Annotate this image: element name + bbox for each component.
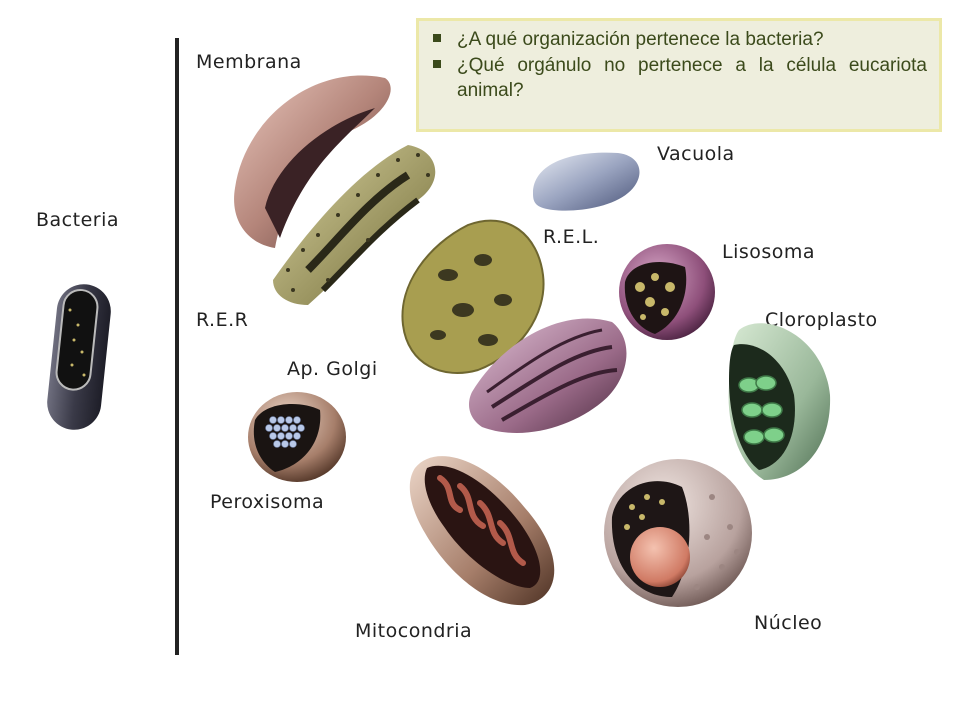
vertical-divider <box>175 38 179 655</box>
question-text: ¿Qué orgánulo no pertenece a la célula e… <box>457 55 927 101</box>
label-bacteria: Bacteria <box>36 209 119 231</box>
rer-illustration <box>273 145 436 305</box>
question-item: ¿A qué organización pertenece la bacteri… <box>429 27 927 52</box>
mitocondria-illustration <box>409 456 555 606</box>
nucleo-illustration <box>604 459 752 607</box>
label-peroxisoma: Peroxisoma <box>210 491 325 513</box>
label-rel: R.E.L. <box>543 226 600 248</box>
peroxisoma-illustration <box>248 392 346 482</box>
square-bullet-icon <box>433 34 441 42</box>
label-vacuola: Vacuola <box>657 143 735 165</box>
label-mitocondria: Mitocondria <box>355 620 473 642</box>
question-list: ¿A qué organización pertenece la bacteri… <box>429 27 927 103</box>
question-item: ¿Qué orgánulo no pertenece a la célula e… <box>429 53 927 103</box>
membrana-illustration <box>234 75 391 248</box>
lisosoma-illustration <box>619 244 715 340</box>
label-rer: R.E.R <box>196 309 249 331</box>
label-lisosoma: Lisosoma <box>722 241 816 263</box>
question-box: ¿A qué organización pertenece la bacteri… <box>416 18 942 132</box>
question-text: ¿A qué organización pertenece la bacteri… <box>457 29 824 50</box>
golgi-illustration <box>469 318 627 433</box>
vacuola-illustration <box>533 152 640 211</box>
label-membrana: Membrana <box>196 51 302 73</box>
label-ap-golgi: Ap. Golgi <box>287 358 378 380</box>
rel-illustration <box>401 219 545 374</box>
label-cloroplasto: Cloroplasto <box>765 309 878 331</box>
bacteria-illustration <box>47 284 111 430</box>
label-nucleo: Núcleo <box>754 612 823 634</box>
cloroplasto-illustration <box>728 323 831 480</box>
square-bullet-icon <box>433 60 441 68</box>
